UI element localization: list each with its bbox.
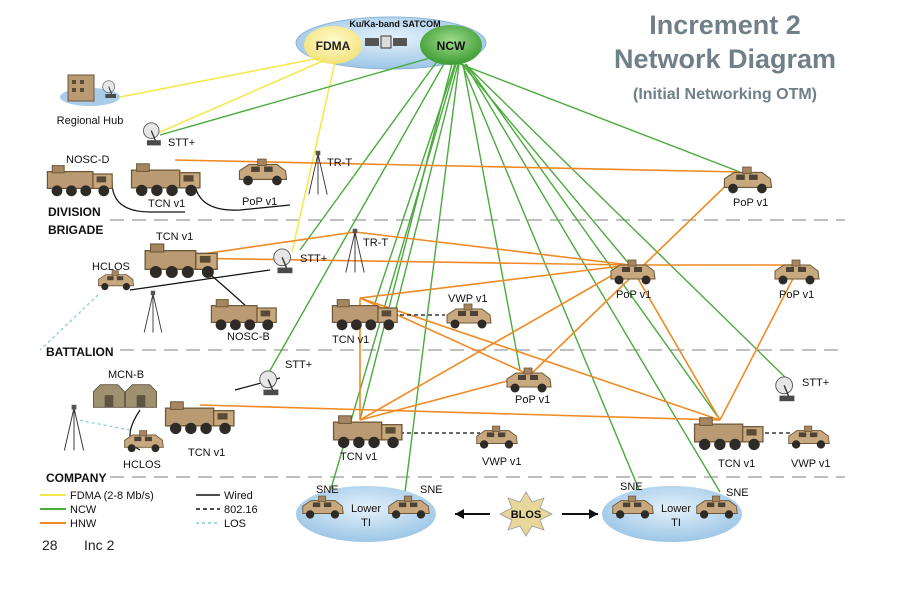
legend-hnw-label: HNW: [70, 518, 97, 530]
stt-bn-dish: [259, 370, 280, 396]
nosc-d-label: NOSC-D: [66, 154, 109, 166]
legend-80216-label: 802.16: [224, 504, 258, 516]
tcn-bde-center-truck: [331, 298, 398, 331]
satcom-label: Ku/Ka-band SATCOM: [349, 19, 440, 29]
trt-bde-tripod: [345, 228, 365, 273]
tcn-bde-label: TCN v1: [156, 231, 193, 243]
vwp-bn-center-humvee: [476, 425, 518, 450]
tcn-bn-center-label: TCN v1: [340, 451, 377, 463]
sne-3-label: SNE: [620, 481, 643, 493]
vwp-bn-center-label: VWP v1: [482, 456, 522, 468]
vwp-bde-label: VWP v1: [448, 293, 488, 305]
stt-bn-label: STT+: [285, 359, 312, 371]
regional-hub-label: Regional Hub: [57, 115, 124, 127]
legend-fdma-label: FDMA (2-8 Mb/s): [70, 490, 154, 502]
ncw-links: [159, 57, 791, 493]
tcn-div-truck: [130, 163, 201, 197]
sne-1-label: SNE: [316, 484, 339, 496]
brigade-nodes: TCN v1 HCLOS STT+ TR-T NOSC-B TCN v1 VWP…: [92, 228, 820, 346]
hclos-bde-label: HCLOS: [92, 261, 130, 273]
ncw-node: [420, 25, 482, 65]
hclos-bn-label: HCLOS: [123, 459, 161, 471]
r80216-links: [400, 314, 790, 434]
tcn-bde-center-label: TCN v1: [332, 334, 369, 346]
footer-inc: Inc 2: [84, 537, 115, 553]
lower-ti-cloud-2: [602, 486, 742, 542]
tcn-bn-truck: [164, 401, 235, 435]
tcn-bn-label: TCN v1: [188, 447, 225, 459]
lower-ti-2-line-2: TI: [671, 517, 681, 529]
legend-ncw-label: NCW: [70, 504, 97, 516]
title-line-1: Increment 2: [649, 10, 801, 40]
tcn-bde-truck: [144, 243, 218, 279]
hclos-bde-humvee: [97, 270, 135, 291]
regional-hub: Regional Hub: [57, 74, 124, 127]
page-number: 28: [42, 537, 58, 553]
stt-bde-label: STT+: [300, 253, 327, 265]
los-bde-tripod: [143, 290, 163, 334]
vwp-bn-right-label: VWP v1: [791, 458, 831, 470]
pop-div-label: PoP v1: [242, 196, 277, 208]
stt-bn-right-dish: [775, 376, 796, 402]
echelon-labels: DIVISION BRIGADE BATTALION COMPANY: [46, 205, 114, 485]
pop-div-right-humvee: [723, 166, 773, 194]
pop-bde-1-label: PoP v1: [616, 289, 651, 301]
nosc-b-label: NOSC-B: [227, 331, 270, 343]
tcn-bn-right-truck: [693, 417, 764, 451]
tcn-bn-center-truck: [332, 415, 403, 449]
lower-ti-1-line-1: Lower: [351, 503, 381, 515]
trt-div-label: TR-T: [327, 157, 352, 169]
legend-wired-label: Wired: [224, 490, 253, 502]
mcn-b-tent-2: [124, 384, 158, 408]
nosc-d-truck: [46, 165, 113, 197]
pop-bn-label: PoP v1: [515, 394, 550, 406]
pop-bn-humvee: [506, 367, 552, 394]
sne-4-label: SNE: [726, 487, 749, 499]
echelon-company: COMPANY: [46, 471, 106, 485]
legend: FDMA (2-8 Mb/s) NCW HNW Wired 802.16 LOS: [40, 490, 258, 530]
pop-div-right-label: PoP v1: [733, 197, 768, 209]
stt-div-dish: [142, 122, 162, 147]
fdma-links: [119, 57, 336, 253]
diagram-title: Increment 2 Network Diagram (Initial Net…: [600, 8, 850, 108]
los-bn-tripod: [63, 404, 85, 451]
satcom-cloud: Ku/Ka-band SATCOM FDMA NCW: [295, 16, 487, 70]
title-line-3: (Initial Networking OTM): [633, 86, 817, 103]
echelon-battalion: BATTALION: [46, 345, 114, 359]
stt-div-label: STT+: [168, 137, 195, 149]
title-line-2: Network Diagram: [613, 44, 837, 74]
los-links: [39, 294, 131, 431]
blos-label: BLOS: [511, 509, 542, 521]
fdma-label: FDMA: [316, 39, 351, 53]
battalion-nodes: MCN-B STT+ TCN v1 HCLOS PoP v1 TCN v1 VW…: [63, 359, 831, 471]
company-nodes: SNE SNE Lower TI SNE SNE Lower TI BLOS: [296, 481, 749, 542]
tcn-bn-right-label: TCN v1: [718, 458, 755, 470]
lower-ti-cloud-1: [296, 486, 436, 542]
vwp-bn-right-humvee: [788, 425, 830, 450]
legend-los-label: LOS: [224, 518, 246, 530]
lower-ti-1-line-2: TI: [361, 517, 371, 529]
stt-bn-right-label: STT+: [802, 377, 829, 389]
pop-bde-2-humvee: [774, 259, 820, 286]
division-nodes: STT+ NOSC-D TCN v1 PoP v1 TR-T PoP v1: [46, 122, 773, 210]
echelon-brigade: BRIGADE: [48, 223, 103, 237]
mcn-b-tent-1: [92, 384, 126, 408]
trt-bde-label: TR-T: [363, 237, 388, 249]
fdma-node: [304, 26, 362, 64]
hnw-links: [174, 159, 801, 421]
blos-burst-icon: [499, 491, 553, 537]
mcn-b-label: MCN-B: [108, 369, 144, 381]
lower-ti-2-line-1: Lower: [661, 503, 691, 515]
stt-bde-dish: [273, 248, 294, 274]
blos-link: BLOS: [455, 491, 598, 537]
tcn-div-label: TCN v1: [148, 198, 185, 210]
pop-bde-2-label: PoP v1: [779, 289, 814, 301]
satellite-icon: [365, 35, 407, 49]
vwp-bde-humvee: [446, 303, 492, 330]
ncw-label: NCW: [437, 39, 466, 53]
echelon-division: DIVISION: [48, 205, 101, 219]
sne-2-label: SNE: [420, 484, 443, 496]
trt-div-tripod: [308, 150, 328, 195]
